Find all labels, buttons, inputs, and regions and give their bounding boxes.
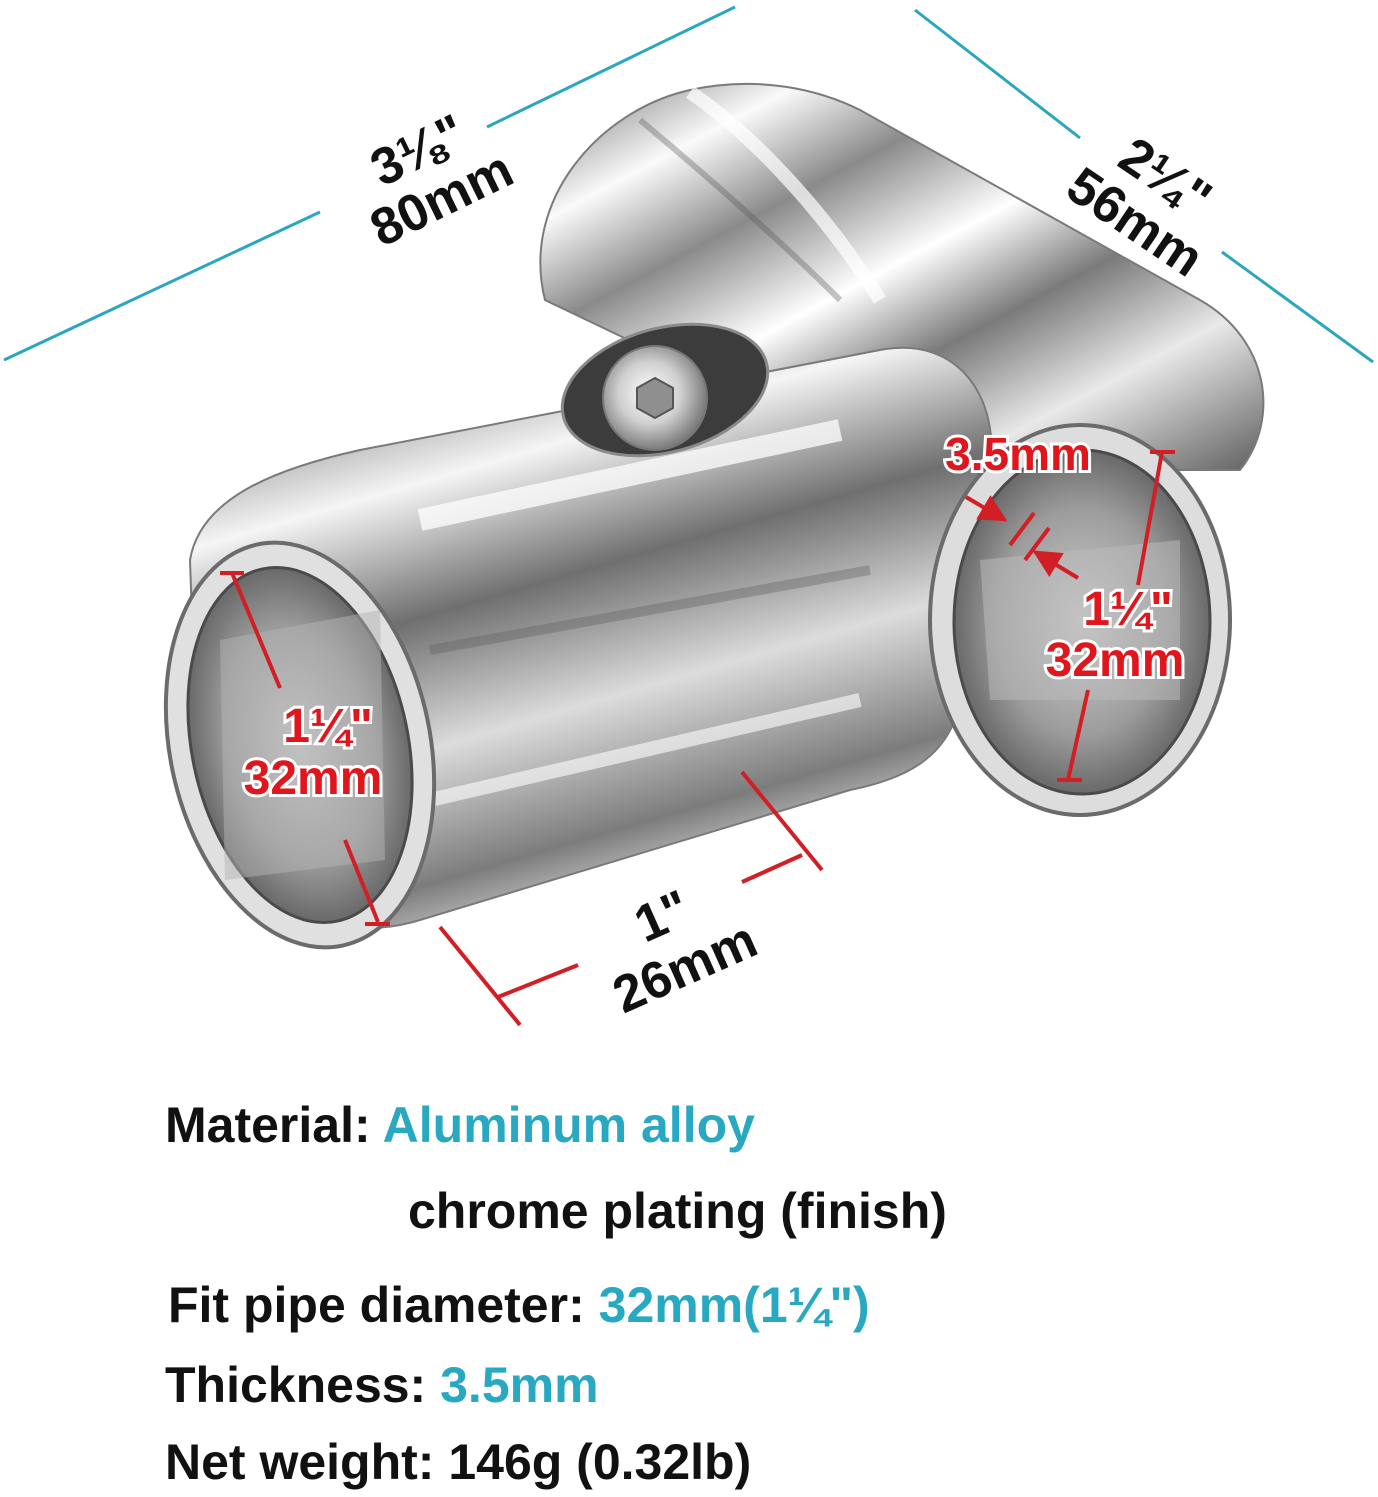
body-line-left — [497, 963, 579, 999]
right-bore-line-top — [1136, 451, 1164, 586]
hex-socket-icon — [636, 376, 674, 420]
left-bore-line-top — [230, 572, 282, 689]
finish-value: chrome plating (finish) — [408, 1183, 947, 1239]
spec-material: Material: Aluminum alloy — [165, 1100, 755, 1150]
thickness-value: 3.5mm — [440, 1357, 599, 1413]
red-dimension-lines — [220, 450, 1175, 1027]
length-line-right — [486, 5, 736, 129]
thickness-arrow-right — [1032, 550, 1080, 580]
right-bore-inch: 1¼" — [1083, 583, 1172, 636]
thickness-label: Thickness: — [165, 1357, 427, 1413]
pipe-label: Fit pipe diameter: — [168, 1277, 585, 1333]
spec-thickness: Thickness: 3.5mm — [165, 1360, 599, 1410]
length-line-left — [3, 210, 321, 362]
left-bore-mm: 32mm — [244, 752, 383, 805]
right-bore-label: 1¼" 32mm — [1043, 580, 1188, 690]
material-label: Material: — [165, 1097, 371, 1153]
left-bore-inch: 1¼" — [283, 700, 372, 753]
width-line-bottom — [1221, 250, 1374, 364]
product-diagram: 3⅛" 80mm 2¼" 56mm 3.5mm 1¼" 32mm 1¼" 32m… — [3, 5, 1374, 1027]
material-value: Aluminum alloy — [382, 1097, 755, 1153]
pipe-value: 32mm(1¼") — [598, 1277, 870, 1333]
weight-value: Net weight: 146g (0.32lb) — [165, 1434, 752, 1490]
left-bore-label: 1¼" 32mm — [241, 697, 386, 808]
spec-finish: chrome plating (finish) — [408, 1186, 947, 1236]
spec-weight: Net weight: 146g (0.32lb) — [165, 1437, 751, 1487]
thickness-arrow-left — [964, 495, 1008, 522]
width-line-top — [914, 8, 1081, 140]
body-label: 1" 26mm — [605, 879, 766, 1025]
length-label: 3⅛" 80mm — [362, 103, 523, 258]
right-bore-line-bottom — [1066, 689, 1090, 781]
left-bore-line-bottom — [343, 839, 380, 923]
blue-dimension-lines — [3, 5, 1374, 364]
spec-pipe-diameter: Fit pipe diameter: 32mm(1¼") — [168, 1280, 870, 1330]
body-line-right — [741, 853, 803, 884]
thickness-mm: 3.5mm — [945, 428, 1091, 480]
right-bore-mm: 32mm — [1046, 634, 1185, 687]
